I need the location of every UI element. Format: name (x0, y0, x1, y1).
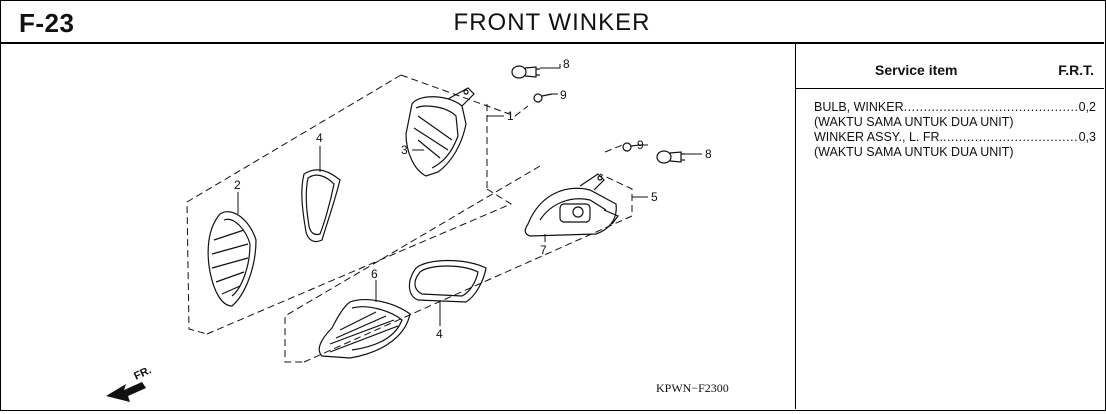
section-code: F-23 (19, 8, 75, 38)
page-title: FRONT WINKER (453, 9, 651, 36)
winker-housing-lower (524, 173, 619, 237)
callout-4-lower: 4 (436, 327, 443, 341)
assembly-boundary-lower (284, 143, 633, 363)
callout-8-upper: 8 (563, 57, 570, 71)
lens-left (207, 211, 257, 307)
callout-4-upper: 4 (316, 131, 323, 145)
service-header: Service item F.R.T. (796, 44, 1104, 89)
callout-8-lower: 8 (705, 147, 712, 161)
callout-6: 6 (371, 267, 378, 281)
parts-diagram: 8 9 1 3 4 2 9 8 5 7 6 4 FR. KPWN−F2300 (0, 44, 796, 409)
exploded-view: 8 9 1 3 4 2 9 8 5 7 6 4 FR. KPWN−F2300 (106, 57, 729, 402)
service-list: BULB, WINKER 0,2 (WAKTU SAMA UNTUK DUA U… (814, 100, 1096, 160)
frt-heading: F.R.T. (1058, 62, 1094, 78)
service-label: BULB, WINKER (814, 100, 904, 114)
front-arrow-icon (106, 382, 146, 402)
callout-7: 7 (540, 243, 547, 257)
service-row: WINKER ASSY., L. FR. 0,3 (814, 130, 1096, 145)
screw-lower (622, 142, 641, 152)
service-panel: Service item F.R.T. BULB, WINKER 0,2 (WA… (796, 44, 1104, 409)
gasket-lower (408, 259, 487, 303)
callout-2: 2 (234, 178, 241, 192)
leader-dots (943, 130, 1079, 145)
service-row: BULB, WINKER 0,2 (814, 100, 1096, 115)
service-item-heading: Service item (875, 62, 958, 78)
bulb-upper (511, 65, 540, 79)
callout-1: 1 (507, 109, 514, 123)
gasket-upper (301, 169, 341, 243)
assembly-boundary-upper (186, 74, 529, 335)
service-note: (WAKTU SAMA UNTUK DUA UNIT) (814, 145, 1014, 159)
lens-lower (318, 299, 411, 359)
column-divider (795, 44, 796, 409)
drawing-reference-code: KPWN−F2300 (656, 381, 729, 395)
screw-upper (533, 93, 553, 103)
callout-5: 5 (651, 190, 658, 204)
service-value: 0,2 (1078, 100, 1096, 114)
callout-9-upper: 9 (560, 88, 567, 102)
service-label: WINKER ASSY., L. FR. (814, 130, 943, 144)
callout-9-lower: 9 (637, 138, 644, 152)
winker-housing-upper (405, 87, 475, 177)
bulb-lower (656, 150, 685, 164)
service-value: 0,3 (1078, 130, 1096, 144)
service-note: (WAKTU SAMA UNTUK DUA UNIT) (814, 115, 1014, 129)
front-mark: FR. (132, 364, 153, 382)
leader-dots (904, 100, 1079, 115)
callout-3: 3 (401, 143, 408, 157)
page-header: F-23 FRONT WINKER (0, 0, 1104, 44)
leader-lines (237, 64, 702, 326)
